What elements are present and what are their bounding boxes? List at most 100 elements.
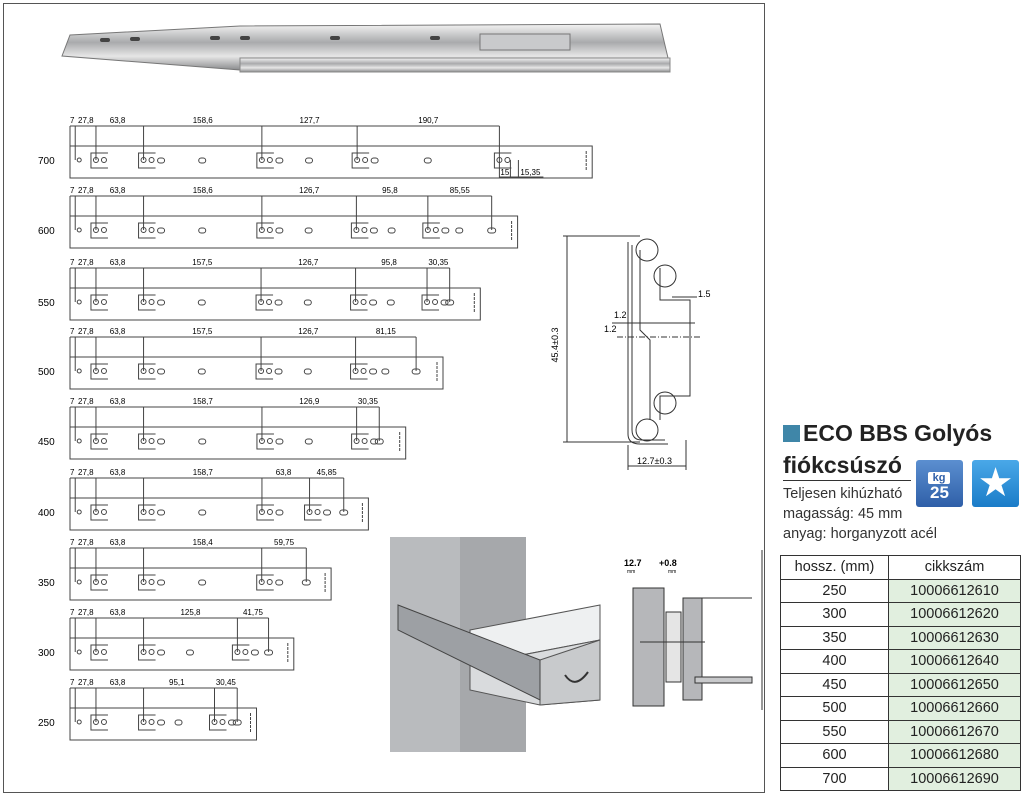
- mount-hole: [148, 438, 155, 444]
- mount-hole: [258, 509, 265, 515]
- dimension-label: 63,8: [110, 397, 126, 406]
- dimension-label: 126,7: [298, 258, 319, 267]
- dimension-label: 27,8: [78, 258, 94, 267]
- bracket-cutout: [90, 574, 108, 591]
- bracket-cutout: [256, 504, 274, 521]
- mount-hole: [76, 227, 82, 233]
- bracket-cutout: [351, 152, 370, 169]
- slot-hole: [323, 509, 332, 516]
- rail-outline: [69, 337, 444, 390]
- badge-load: 25: [930, 483, 949, 502]
- mount-hole: [140, 509, 147, 515]
- bracket-cutout: [255, 363, 274, 380]
- slot-hole: [157, 368, 166, 375]
- mount-hole: [140, 438, 147, 444]
- bracket-cutout: [138, 504, 156, 521]
- dimension-label: 158,7: [193, 397, 214, 406]
- dimension-label: 27,8: [78, 327, 94, 336]
- slot-hole: [275, 438, 284, 445]
- mount-hole: [258, 438, 265, 444]
- cross-section-drawing: [563, 235, 700, 470]
- article-number: 10006612690: [888, 766, 1021, 791]
- bracket-cutout: [350, 363, 368, 380]
- mount-hole: [100, 719, 107, 725]
- bracket-cutout: [350, 294, 368, 311]
- mount-hole: [360, 299, 367, 305]
- length-cell: 350: [780, 625, 889, 650]
- slot-hole: [411, 368, 421, 375]
- mount-hole: [76, 157, 82, 163]
- mount-hole: [432, 227, 439, 233]
- dimension-label: 125,8: [180, 608, 201, 617]
- slot-hole: [305, 157, 314, 164]
- mount-hole: [361, 438, 368, 444]
- header-length: hossz. (mm): [780, 555, 889, 580]
- dimension-label: 45,85: [317, 468, 338, 477]
- sub-dimension-label: 15,35: [520, 168, 541, 177]
- length-cell: 600: [780, 743, 889, 768]
- mount-hole: [148, 299, 155, 305]
- dimension-label: 63,8: [110, 538, 126, 547]
- slot-hole: [198, 438, 207, 445]
- slot-hole: [157, 579, 166, 586]
- mount-hole: [140, 368, 147, 374]
- dimension-label: 7: [70, 327, 75, 336]
- rail-outline: [69, 618, 295, 671]
- slot-hole: [369, 299, 378, 306]
- slot-hole: [198, 227, 207, 234]
- bracket-cutout: [138, 152, 156, 169]
- bracket-cutout: [209, 714, 227, 731]
- slot-hole: [197, 299, 206, 306]
- height-dim: 45.4±0.3: [550, 328, 560, 363]
- slot-hole: [275, 509, 284, 516]
- mount-hole: [266, 438, 273, 444]
- bracket-cutout: [138, 644, 156, 661]
- slot-hole: [303, 299, 312, 306]
- rail-length-label: 300: [38, 648, 55, 659]
- bracket-cutout: [90, 504, 108, 521]
- mount-hole: [266, 368, 273, 374]
- slot-hole: [303, 368, 312, 375]
- mount-hole: [148, 719, 155, 725]
- slot-hole: [440, 299, 449, 306]
- mount-hole: [76, 368, 82, 374]
- rail-length-label: 250: [38, 718, 55, 729]
- mount-hole: [266, 227, 273, 233]
- mount-hole: [140, 157, 147, 163]
- mount-hole: [266, 157, 273, 163]
- length-cell: 700: [780, 766, 889, 791]
- article-number: 10006612640: [888, 649, 1021, 674]
- bracket-cutout: [256, 433, 274, 450]
- slot-hole: [198, 579, 207, 586]
- slot-hole: [157, 299, 166, 306]
- mount-hole: [140, 227, 147, 233]
- bracket-cutout: [350, 222, 369, 239]
- dimension-label: 158,6: [193, 186, 214, 195]
- dimension-label: 157,5: [192, 327, 213, 336]
- article-number: 10006612650: [888, 672, 1021, 697]
- product-subtitle: fiókcsúszó: [783, 450, 911, 481]
- slot-hole: [198, 509, 207, 516]
- slot-hole: [487, 227, 497, 234]
- dimension-label: 30,35: [358, 397, 379, 406]
- mount-hole: [92, 649, 99, 655]
- dimension-label: 7: [70, 116, 75, 125]
- mount-hole: [92, 509, 99, 515]
- mount-hole: [314, 509, 321, 515]
- header-article: cikkszám: [888, 555, 1021, 580]
- bracket-cutout: [90, 294, 108, 311]
- bracket-cutout: [90, 433, 108, 450]
- length-cell: 550: [780, 719, 889, 744]
- bracket-cutout: [90, 363, 108, 380]
- slot-hole: [157, 509, 166, 516]
- mount-hole: [352, 368, 359, 374]
- dimension-label: 7: [70, 538, 75, 547]
- slot-hole: [275, 579, 284, 586]
- dimension-label: 27,8: [78, 678, 94, 687]
- bracket-cutout: [304, 504, 322, 521]
